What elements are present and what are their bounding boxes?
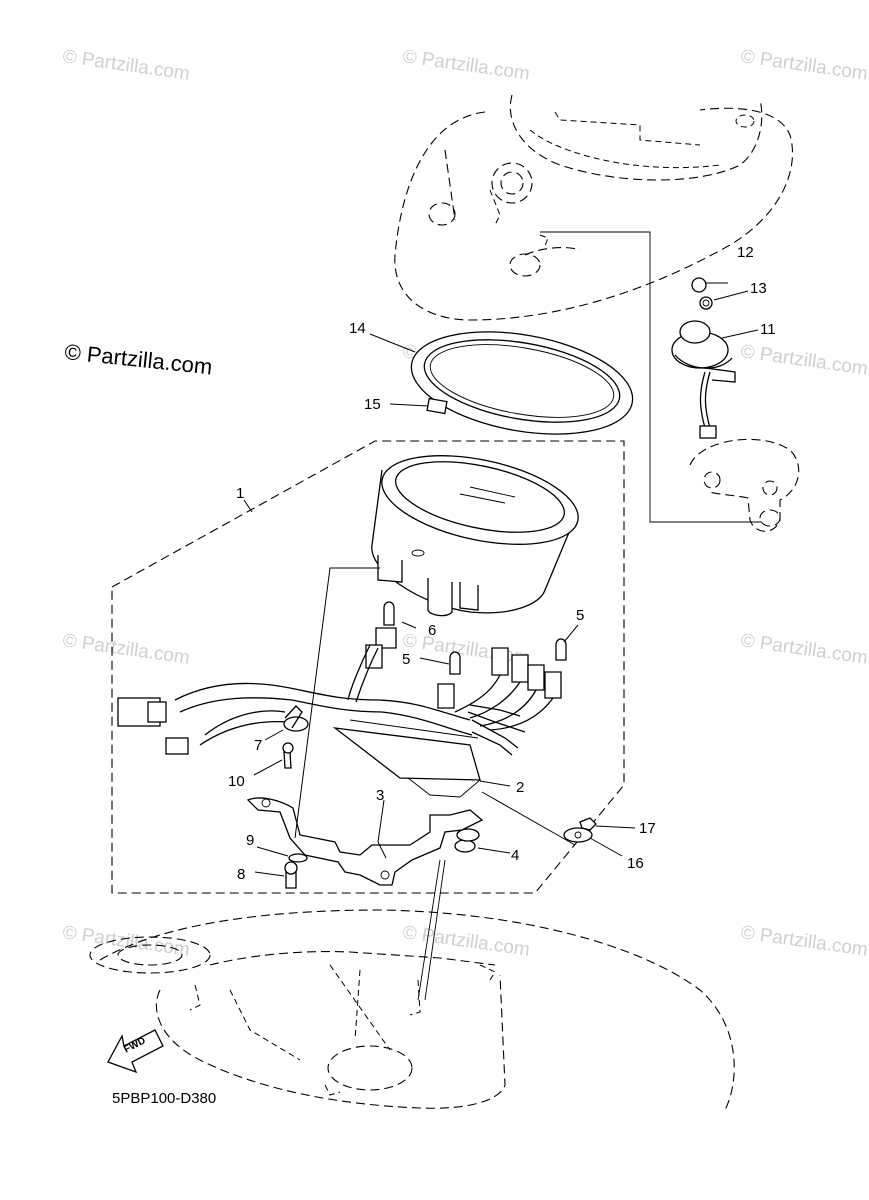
callout-12: 12 xyxy=(737,244,754,261)
callout-5: 5 xyxy=(576,607,584,624)
meter-assembly-box xyxy=(111,440,625,894)
lower-cover-outline xyxy=(89,859,735,1111)
callout-11: 11 xyxy=(760,321,776,338)
callout-15: 15 xyxy=(364,396,381,413)
meter-body xyxy=(371,455,579,617)
meter-plate xyxy=(332,719,481,798)
callout-7: 7 xyxy=(254,737,262,754)
callout-14: 14 xyxy=(349,320,366,337)
callout-6: 6 xyxy=(428,622,436,639)
callout-17: 17 xyxy=(639,820,656,837)
watermark: © Partzilla.com xyxy=(739,46,869,85)
watermark: © Partzilla.com xyxy=(739,630,869,669)
callout-1: 1 xyxy=(236,485,244,502)
watermark: © Partzilla.com xyxy=(739,341,869,380)
bulbs-and-sockets xyxy=(365,601,567,709)
meter-stay xyxy=(246,797,484,886)
callout-9: 9 xyxy=(246,832,254,849)
leader-lines xyxy=(243,282,759,877)
callout-8: 8 xyxy=(237,866,245,883)
callout-13: 13 xyxy=(750,280,767,297)
watermark: © Partzilla.com xyxy=(739,922,869,961)
callout-16: 16 xyxy=(627,855,644,872)
callout-4: 4 xyxy=(511,847,519,864)
callout-3: 3 xyxy=(376,787,384,804)
callout-2: 2 xyxy=(516,779,524,796)
watermark: © Partzilla.com xyxy=(61,922,191,961)
watermark: © Partzilla.com xyxy=(401,46,531,85)
meter-lens-ring xyxy=(410,331,634,435)
watermark: © Partzilla.com xyxy=(61,46,191,85)
small-hardware xyxy=(282,705,597,889)
main-watermark: © Partzilla.com xyxy=(63,339,213,379)
lamp-bracket-outline xyxy=(540,231,800,532)
upper-cover-outline xyxy=(394,94,794,321)
callout-labels: 1 2 3 4 5 5 6 7 8 9 10 11 12 13 14 15 16… xyxy=(228,244,776,883)
callout-10: 10 xyxy=(228,773,245,790)
diagram-code: 5PBP100-D380 xyxy=(112,1090,216,1107)
indicator-lamp xyxy=(671,277,736,439)
callout-5: 5 xyxy=(402,651,410,668)
watermark: © Partzilla.com xyxy=(401,922,531,961)
wiring-harness xyxy=(117,644,554,756)
fwd-arrow: FWD xyxy=(107,1029,164,1074)
watermark: © Partzilla.com xyxy=(61,630,191,669)
